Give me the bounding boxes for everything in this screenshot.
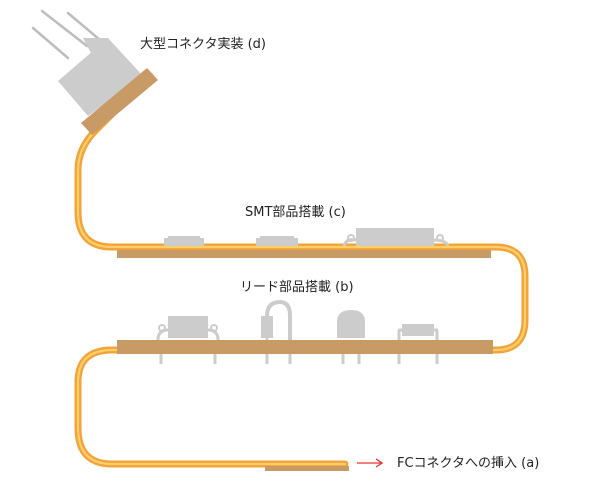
smt-board [117, 250, 491, 258]
connector-board [81, 68, 158, 135]
label-large-connector: 大型コネクタ実装 (d) [140, 37, 267, 52]
large-connector [31, 9, 143, 116]
fc-stiffener [265, 466, 349, 471]
flex-cable-core [76, 74, 527, 466]
label-fc-insert: FCコネクタへの挿入 (a) [397, 456, 540, 471]
connector-body [58, 38, 143, 116]
label-smt: SMT部品搭載 (c) [245, 205, 346, 220]
flex-cable-outline [74, 72, 529, 468]
lead-part-2 [261, 299, 292, 364]
insert-arrow [357, 458, 384, 468]
connector-flange [83, 38, 110, 55]
flex-cable [74, 72, 529, 468]
smt-part-2 [256, 236, 298, 246]
smt-part-3 [342, 228, 450, 247]
label-lead: リード部品搭載 (b) [240, 280, 354, 295]
lead-board [117, 340, 493, 354]
smt-part-1 [164, 236, 204, 246]
connector-wires [31, 9, 102, 60]
lead-board-group [117, 299, 493, 364]
lead-part-1 [156, 316, 220, 364]
smt-board-group [117, 228, 491, 258]
lead-part-3 [337, 310, 365, 364]
lead-part-4 [397, 324, 439, 364]
